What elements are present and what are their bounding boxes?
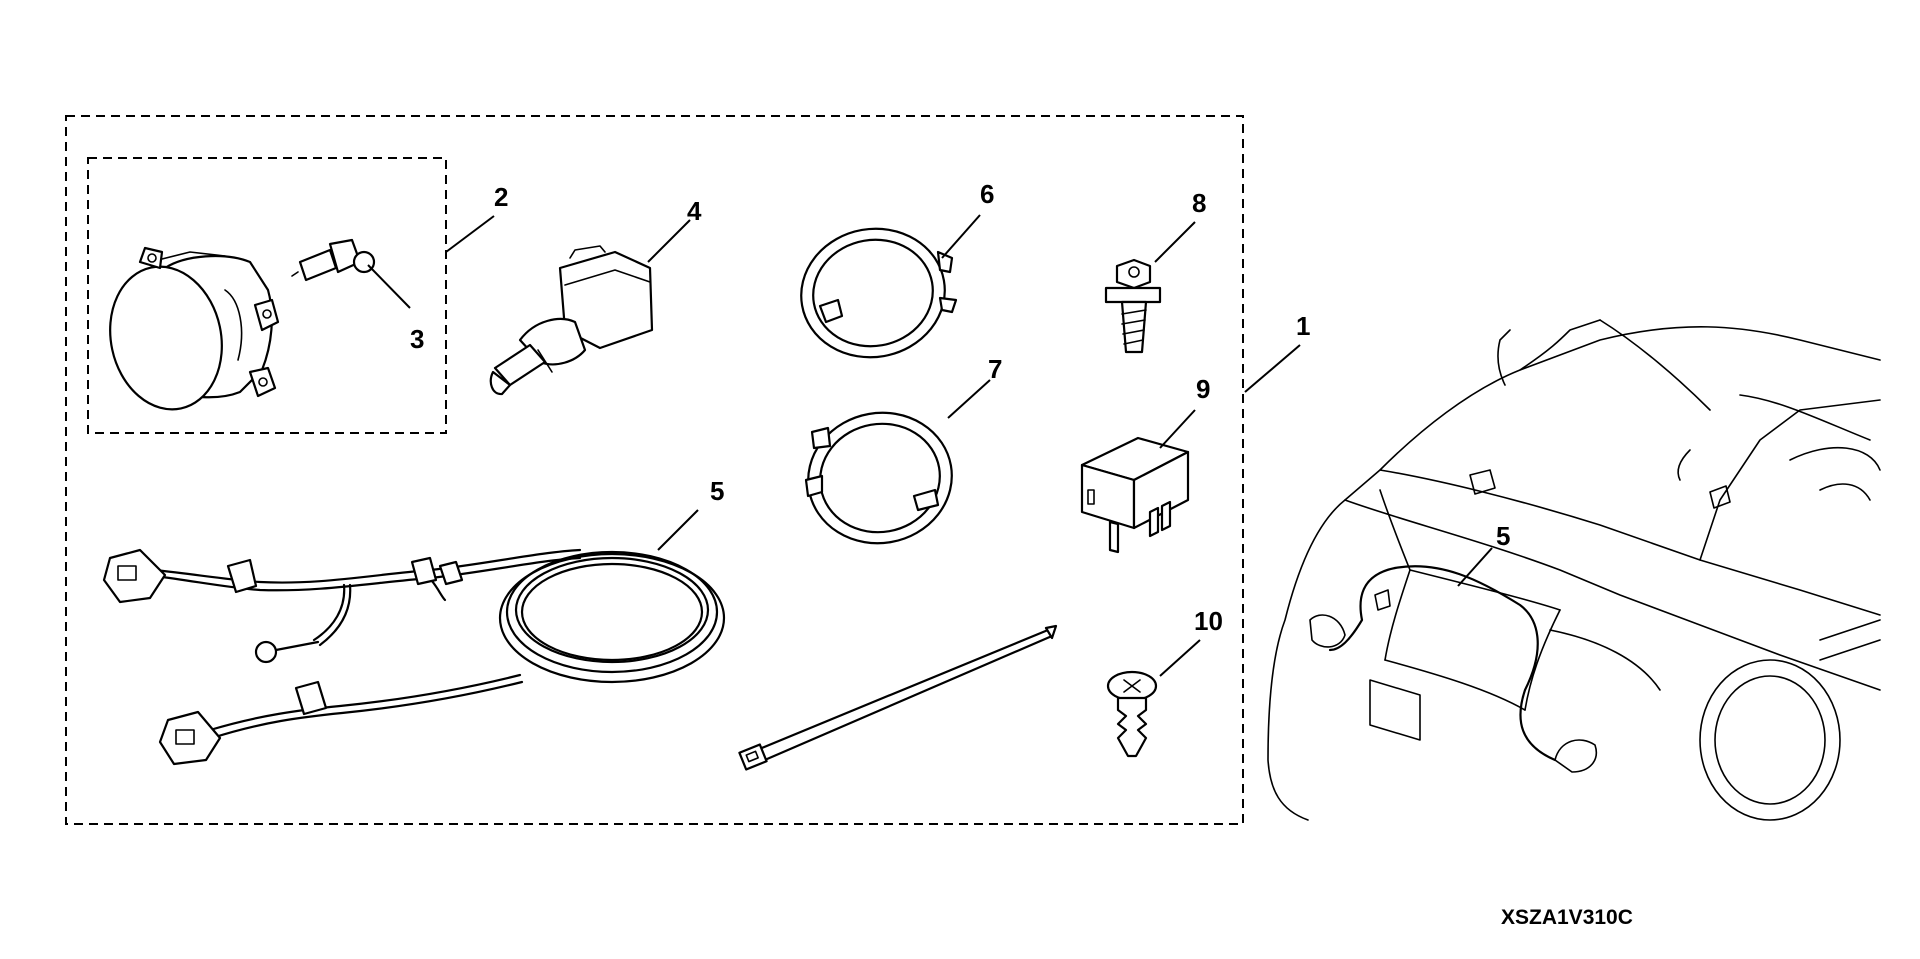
bulb (291, 238, 376, 282)
bezel-ring-lower (804, 411, 953, 545)
callout-7: 7 (988, 354, 1002, 384)
callout-2: 2 (494, 182, 508, 212)
callout-3: 3 (410, 324, 424, 354)
vehicle-illustration (1267, 319, 1881, 821)
callout-8: 8 (1192, 188, 1206, 218)
callout-9: 9 (1196, 374, 1210, 404)
fog-light-housing (109, 246, 280, 411)
fog-light-assembly-boundary (87, 157, 447, 434)
kit-boundary (65, 115, 1244, 825)
cable-tie (738, 624, 1058, 771)
callout-10: 10 (1194, 606, 1223, 636)
bezel-ring-upper (800, 227, 958, 359)
diagram-code: XSZA1V310C (1501, 906, 1633, 929)
clip (1106, 670, 1158, 758)
callout-5: 5 (710, 476, 724, 506)
callout-1: 1 (1296, 311, 1310, 341)
relay (1080, 436, 1190, 554)
bolt (1104, 258, 1162, 354)
callout-6: 6 (980, 179, 994, 209)
leader-lines (367, 214, 1493, 677)
callout-4: 4 (687, 196, 702, 226)
wire-harness (102, 548, 726, 766)
fog-light-switch (489, 245, 654, 396)
callout-5-vehicle: 5 (1496, 521, 1510, 551)
